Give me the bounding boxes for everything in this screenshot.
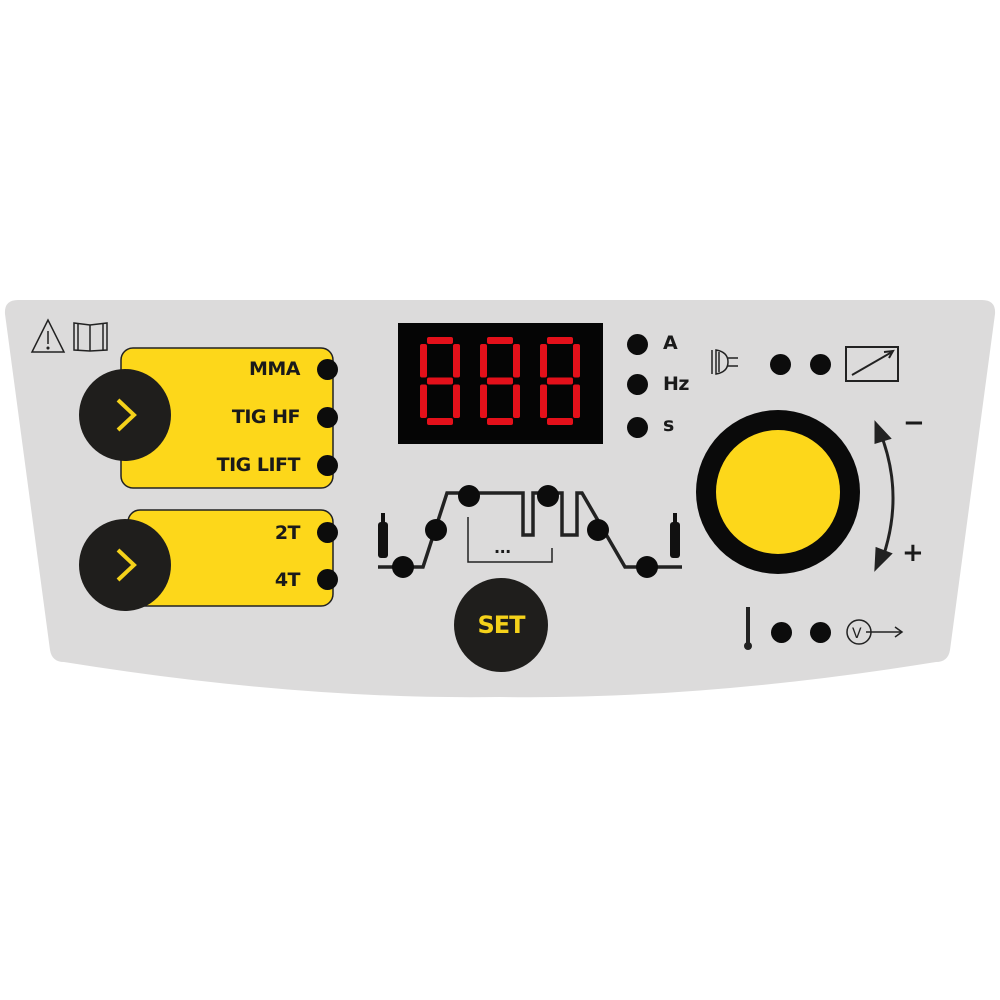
plug-icon [711,349,738,375]
voltage-output-icon: V [846,619,904,645]
chevron-right-icon [116,398,137,432]
remote-control-icon [845,346,899,382]
thermometer-icon [744,607,752,650]
unit-led-hz [627,374,648,395]
digit-0-segment-g [427,377,453,385]
set-button[interactable]: SET [454,578,548,672]
digit-0-segment-c [453,384,460,418]
mode-label-mma: MMA [248,358,301,380]
mode-label-tig-hf: TIG HF [231,406,301,428]
knob-cap [716,430,840,554]
display-digits [420,337,580,425]
unit-label-hz: Hz [663,373,689,395]
digit-2-segment-e [540,384,547,418]
seven-segment-display [398,323,603,444]
digit-1-segment-c [513,384,520,418]
digit-1-segment-e [480,384,487,418]
trigger-label-4t: 4T [274,569,301,591]
led-local-control [770,354,791,375]
mode-led-tig-hf [317,407,338,428]
digit-1-segment-f [480,344,487,378]
cycle-ellipsis: ... [494,538,511,557]
led-vrd [810,622,831,643]
digit-1-segment-b [513,344,520,378]
digit-2-segment-d [547,418,573,425]
digit-2-segment-c [573,384,580,418]
trigger-led-4t [317,569,338,590]
trigger-led-2t [317,522,338,543]
svg-text:V: V [852,626,862,642]
digit-1-segment-d [487,418,513,425]
trigger-select-button[interactable] [79,519,171,611]
process-select-button[interactable] [79,369,171,461]
digit-0-segment-e [420,384,427,418]
digit-2-segment-b [573,344,580,378]
decrease-label: − [903,408,925,438]
unit-led-seconds [627,417,648,438]
trigger-label-2t: 2T [274,522,301,544]
mode-led-mma [317,359,338,380]
unit-label-amps: A [663,332,678,354]
digit-1-segment-g [487,377,513,385]
digit-2-segment-a [547,337,573,344]
digit-0-segment-d [427,418,453,425]
book-icon [73,322,108,352]
led-overheat [771,622,792,643]
mode-led-tig-lift [317,455,338,476]
adjust-direction-arrow-icon [874,420,895,572]
digit-2-segment-g [547,377,573,385]
unit-led-amps [627,334,648,355]
digit-2-segment-f [540,344,547,378]
adjust-knob[interactable] [696,410,860,574]
digit-1-segment-a [487,337,513,344]
cycle-parameter-leds [392,485,658,578]
warning-triangle-icon [30,318,66,353]
chevron-right-icon [116,548,137,582]
gas-cylinder-icon [378,513,680,558]
digit-0-segment-b [453,344,460,378]
led-remote-control [810,354,831,375]
unit-label-seconds: s [663,414,674,436]
digit-0-segment-f [420,344,427,378]
mode-label-tig-lift: TIG LIFT [216,454,301,476]
digit-0-segment-a [427,337,453,344]
increase-label: + [902,538,924,568]
